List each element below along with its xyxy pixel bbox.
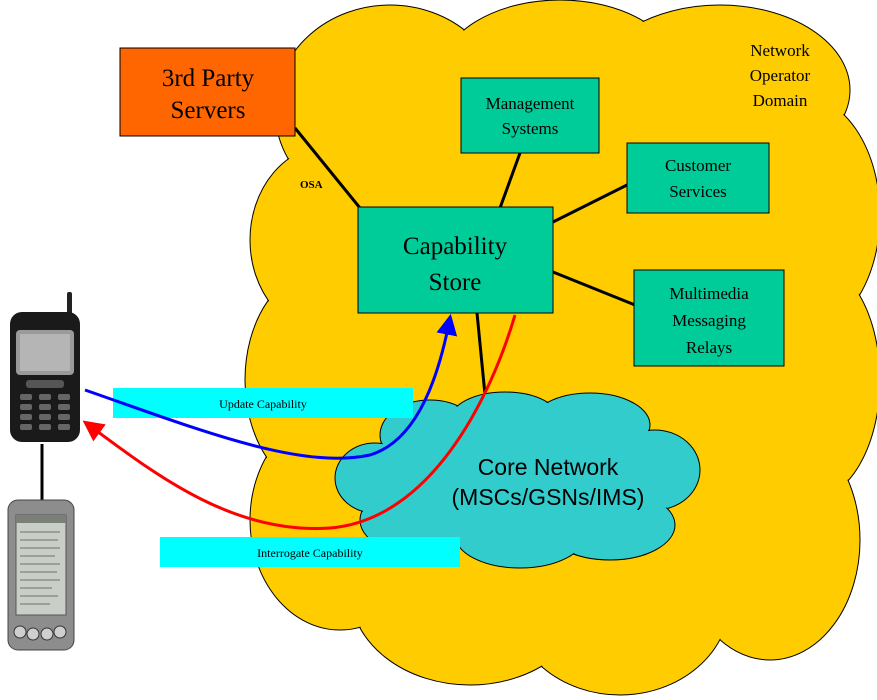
osa-label: OSA (300, 179, 323, 191)
core-link (475, 312, 488, 406)
domain-label-line2: Operator (750, 66, 811, 85)
multimedia-link (552, 270, 636, 307)
multimedia-label-line3: Relays (686, 338, 732, 357)
multimedia-label-line2: Messaging (672, 311, 746, 330)
capability-store-box (357, 206, 554, 314)
multimedia-relays-box (633, 269, 785, 367)
pda-icon (7, 499, 75, 651)
customer-services-box (626, 142, 770, 214)
update-capability-arrow (84, 313, 458, 460)
mobile-phone-icon (10, 292, 80, 505)
capability-store-label-line2: Store (429, 269, 482, 296)
core-network-label-line1: Core Network (478, 454, 619, 480)
third-party-label-line2: Servers (171, 97, 246, 124)
management-label-line2: Systems (502, 119, 559, 138)
interrogate-capability-band (160, 537, 460, 567)
domain-label-line1: Network (750, 41, 810, 60)
management-systems-box (460, 77, 600, 154)
update-capability-band (113, 388, 413, 418)
third-party-label-line1: 3rd Party (162, 65, 255, 92)
osa-link (293, 127, 362, 209)
interrogate-capability-label: Interrogate Capability (257, 546, 363, 560)
interrogate-capability-arrow (82, 314, 517, 531)
management-label-line1: Management (486, 94, 575, 113)
multimedia-label-line1: Multimedia (669, 284, 749, 303)
customer-label-line1: Customer (665, 156, 731, 175)
domain-label-line3: Domain (753, 91, 808, 110)
core-network-label-line2: (MSCs/GSNs/IMS) (452, 484, 645, 510)
customer-link (552, 183, 628, 224)
capability-store-label-line1: Capability (403, 233, 508, 260)
third-party-servers-box (119, 47, 296, 137)
connector-lines (293, 127, 636, 406)
update-capability-label: Update Capability (219, 397, 307, 411)
customer-label-line2: Services (669, 182, 727, 201)
management-link (498, 152, 522, 209)
